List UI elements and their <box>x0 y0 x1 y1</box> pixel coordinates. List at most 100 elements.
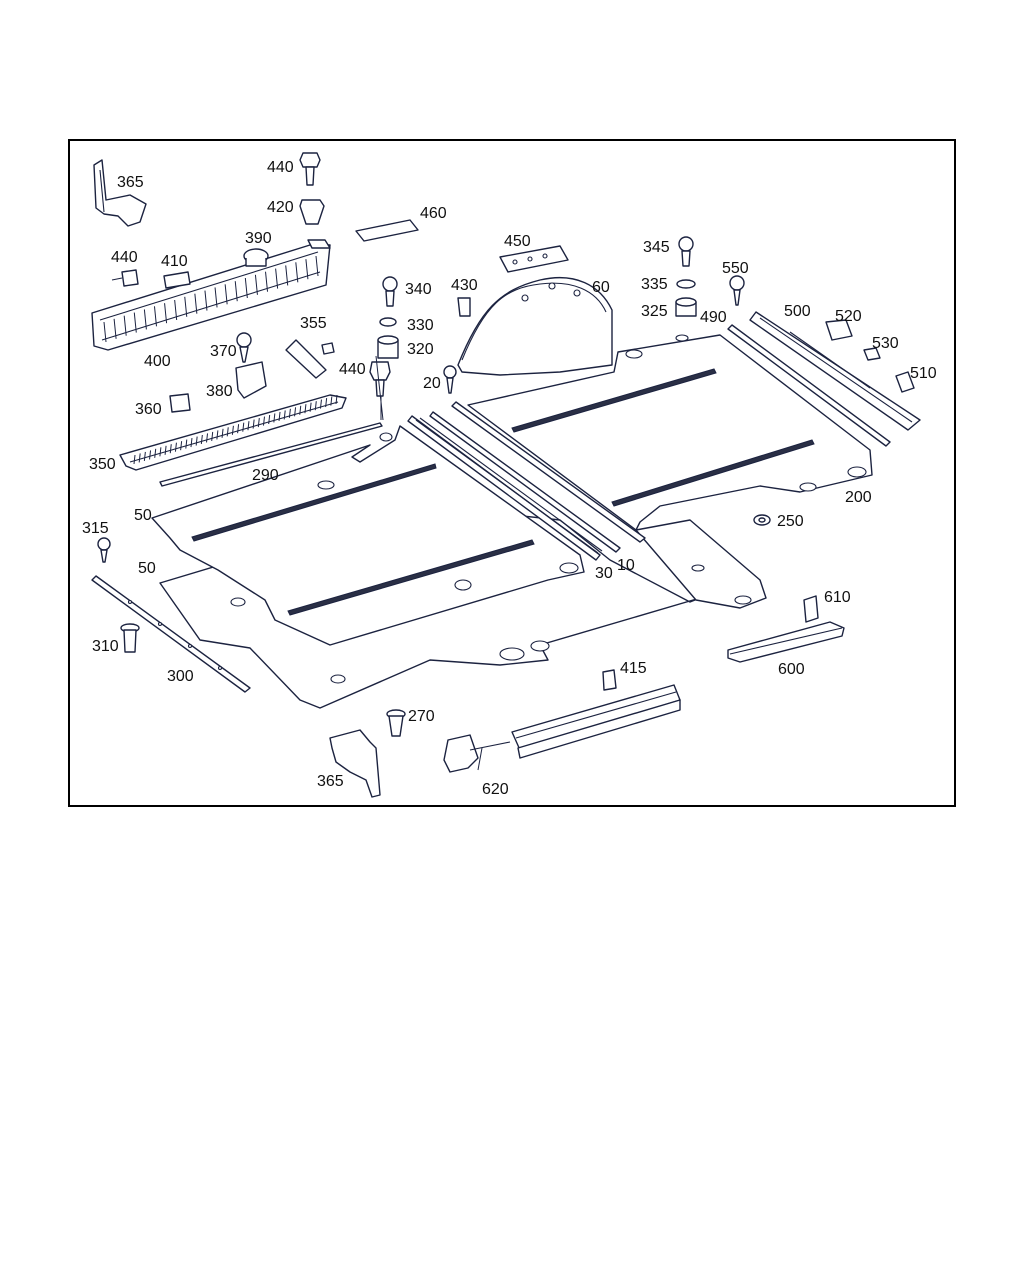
tray-slat <box>314 401 317 411</box>
tray-slat <box>180 441 183 451</box>
label-50-lower: 50 <box>138 560 156 577</box>
tray-slat <box>234 281 238 302</box>
tray-slat <box>103 321 107 343</box>
clip-520 <box>825 319 853 341</box>
label-310: 310 <box>92 638 119 655</box>
tray-slat <box>133 454 136 465</box>
washer-335 <box>676 279 696 289</box>
label-270: 270 <box>408 708 435 725</box>
tray-slat <box>164 303 168 324</box>
label-330: 330 <box>407 317 434 334</box>
hook-380 <box>235 361 267 399</box>
label-520: 520 <box>835 308 862 325</box>
tray-slat <box>278 411 281 421</box>
tray-slat <box>221 428 224 438</box>
label-380: 380 <box>206 383 233 400</box>
tray-slat <box>226 427 229 437</box>
trim-500 <box>749 311 921 431</box>
label-370: 370 <box>210 343 237 360</box>
tray-slat <box>231 425 234 435</box>
part-labels: 365 440 420 460 440 410 390 400 355 370 … <box>82 159 937 798</box>
label-50-upper: 50 <box>134 507 152 524</box>
floor-panel-50-upper <box>151 425 585 646</box>
washer-330 <box>379 317 397 327</box>
tray-slat <box>211 431 214 441</box>
tray-slat <box>204 290 208 311</box>
tray-slat <box>195 436 198 446</box>
joint-strip-10 <box>429 411 621 553</box>
tray-slat <box>257 418 260 428</box>
tray-slat <box>265 271 269 292</box>
label-30: 30 <box>595 565 613 582</box>
rail-620 <box>443 684 681 773</box>
joint-strip-30 <box>407 415 603 561</box>
tray-slat <box>159 447 162 457</box>
label-620: 620 <box>482 781 509 798</box>
label-320: 320 <box>407 341 434 358</box>
tray-slat <box>143 309 147 330</box>
strip-290 <box>159 422 383 487</box>
label-415: 415 <box>620 660 647 677</box>
label-510: 510 <box>910 365 937 382</box>
nut-250 <box>753 514 771 526</box>
clip-510 <box>895 371 915 393</box>
label-365-bottom: 365 <box>317 773 344 790</box>
label-550: 550 <box>722 260 749 277</box>
floor-panel-200 <box>467 334 873 609</box>
label-440-mid: 440 <box>339 361 366 378</box>
tray-slat <box>335 394 338 405</box>
tray-slat <box>174 442 177 452</box>
tray-slat <box>237 424 240 434</box>
bolt-440-left <box>111 269 139 287</box>
bolt-340 <box>382 276 398 307</box>
tray-slat <box>262 416 265 426</box>
label-365-top: 365 <box>117 174 144 191</box>
tray-slat <box>190 438 193 448</box>
tray-slat <box>216 430 219 440</box>
tray-slat <box>138 453 141 463</box>
tray-slat <box>149 450 152 460</box>
tray-slat <box>304 404 307 414</box>
bracket-415 <box>602 669 617 691</box>
label-500: 500 <box>784 303 811 320</box>
label-200: 200 <box>845 489 872 506</box>
tray-slat <box>123 315 127 336</box>
wheel-arch-60 <box>457 276 613 376</box>
clip-420 <box>299 199 325 225</box>
grommet-360 <box>169 393 191 413</box>
bolt-440-mid <box>369 361 391 420</box>
label-60: 60 <box>592 279 610 296</box>
clip-530 <box>863 347 881 361</box>
tray-slat <box>133 312 137 333</box>
tray-slat <box>288 408 291 418</box>
tray-slat <box>184 296 188 317</box>
tray-slat <box>252 419 255 429</box>
tray-slat <box>153 306 157 327</box>
label-10: 10 <box>617 557 635 574</box>
tray-slat <box>315 255 319 277</box>
label-410: 410 <box>161 253 188 270</box>
storage-tray-400 <box>91 239 331 351</box>
tray-slat <box>294 407 297 417</box>
label-315: 315 <box>82 520 109 537</box>
screw-370 <box>236 332 252 363</box>
label-360: 360 <box>135 401 162 418</box>
parts-diagram-frame: 365 440 420 460 440 410 390 400 355 370 … <box>68 139 956 807</box>
cap-390 <box>243 248 269 267</box>
label-350: 350 <box>89 456 116 473</box>
leader-lines <box>375 355 483 771</box>
tray-slat <box>169 444 172 454</box>
tray-slat <box>325 398 328 408</box>
tray-slat <box>224 284 228 305</box>
tray-slat <box>275 268 279 289</box>
label-250: 250 <box>777 513 804 530</box>
tube-355 <box>285 339 335 379</box>
spacer-325 <box>675 297 697 317</box>
label-325: 325 <box>641 303 668 320</box>
tray-slat <box>194 293 198 314</box>
label-460: 460 <box>420 205 447 222</box>
screw-550 <box>729 275 745 306</box>
tray-slat <box>143 451 146 461</box>
bracket-365-bottom <box>329 729 381 798</box>
label-335: 335 <box>641 276 668 293</box>
